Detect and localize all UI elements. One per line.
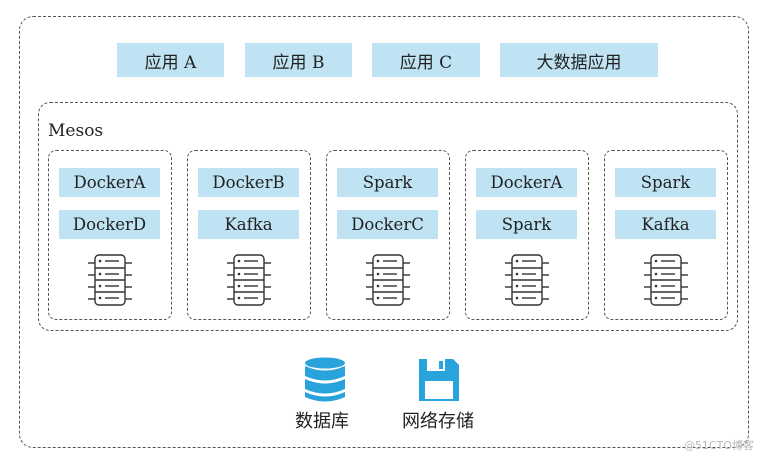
app-box-b: 应用 B — [245, 43, 352, 77]
server-rack-icon — [366, 254, 410, 306]
server-rack-icon — [88, 254, 132, 306]
app-box-a: 应用 A — [117, 43, 224, 77]
server-rack-icon — [505, 254, 549, 306]
floppy-disk-icon — [419, 359, 459, 401]
app-box-big-data: 大数据应用 — [500, 43, 658, 77]
server-rack-icon — [227, 254, 271, 306]
database-icon — [305, 357, 345, 402]
node-5-service-bottom: Kafka — [615, 210, 716, 239]
system-outer-boundary — [19, 16, 749, 448]
mesos-label: Mesos — [48, 121, 104, 141]
node-5-service-top: Spark — [615, 168, 716, 197]
node-4-service-top: DockerA — [476, 168, 577, 197]
node-4-service-bottom: Spark — [476, 210, 577, 239]
watermark: @51CTO博客 — [683, 439, 754, 452]
mesos-cluster-boundary — [38, 102, 738, 331]
server-rack-icon — [644, 254, 688, 306]
network-storage-label: 网络存储 — [402, 411, 474, 432]
node-1-service-top: DockerA — [59, 168, 160, 197]
node-3-service-top: Spark — [337, 168, 438, 197]
app-box-c: 应用 C — [372, 43, 480, 77]
mesos-node-2: DockerB Kafka — [187, 150, 311, 320]
node-3-service-bottom: DockerC — [337, 210, 438, 239]
mesos-node-4: DockerA Spark — [465, 150, 589, 320]
node-2-service-top: DockerB — [198, 168, 299, 197]
mesos-node-5: Spark Kafka — [604, 150, 728, 320]
database-label: 数据库 — [295, 411, 349, 432]
node-2-service-bottom: Kafka — [198, 210, 299, 239]
mesos-node-1: DockerA DockerD — [48, 150, 172, 320]
mesos-node-3: Spark DockerC — [326, 150, 450, 320]
node-1-service-bottom: DockerD — [59, 210, 160, 239]
